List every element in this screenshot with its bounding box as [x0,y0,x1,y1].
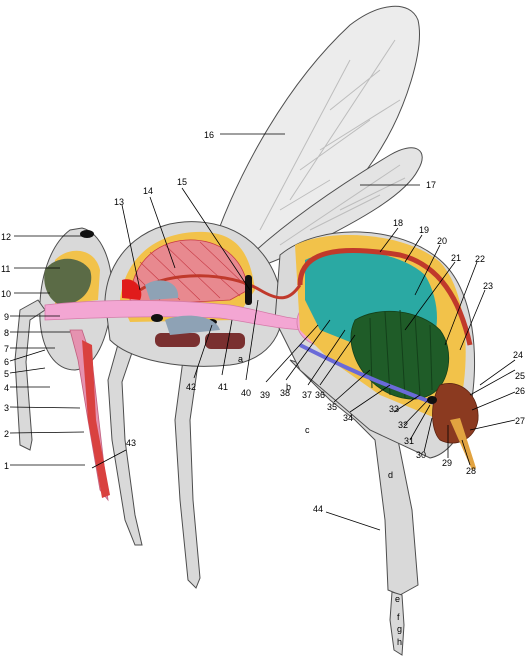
label-4: 4 [4,383,9,393]
label-12: 12 [1,232,11,242]
label-8: 8 [4,328,9,338]
label-27: 27 [515,416,525,426]
label-3: 3 [4,403,9,413]
label-15: 15 [177,177,187,187]
label-38: 38 [280,388,290,398]
label-6: 6 [4,357,9,367]
label-11: 11 [1,264,10,274]
label-22: 22 [475,254,485,264]
label-a: a [238,354,243,364]
label-29: 29 [442,458,452,468]
label-b: b [286,382,291,392]
thoracic-ganglion-1 [155,333,200,347]
callouts: 1 2 3 4 5 6 7 8 9 10 11 12 13 14 15 16 1… [1,130,525,647]
label-13: 13 [114,197,124,207]
foreleg [107,329,143,546]
label-c: c [305,425,310,435]
oesophagus-dot [151,314,163,322]
midleg [174,344,201,589]
forewing-veins [259,39,401,231]
wings [209,5,423,273]
head-red-gland [122,279,142,300]
label-33: 33 [389,404,399,414]
ocellus [80,230,94,238]
label-40: 40 [241,388,251,398]
label-18: 18 [393,218,403,228]
label-26: 26 [515,386,525,396]
label-9: 9 [4,312,9,322]
label-24: 24 [513,350,523,360]
label-2: 2 [4,429,9,439]
compound-eye-region [44,258,92,305]
label-31: 31 [404,436,414,446]
label-25: 25 [515,371,525,381]
label-43: 43 [126,438,136,448]
label-41: 41 [218,382,228,392]
salivary-sac [165,315,220,335]
hindwing-veins [279,164,406,246]
label-10: 10 [1,289,11,299]
label-21: 21 [451,253,461,263]
midgut-rings [369,309,433,399]
label-35: 35 [327,402,337,412]
label-28: 28 [466,466,476,476]
internal-organs [44,230,479,502]
label-20: 20 [437,236,447,246]
label-44: 44 [313,504,323,514]
label-16: 16 [204,130,214,140]
thoracic-ganglion-2 [205,333,245,349]
label-1: 1 [4,461,9,471]
label-14: 14 [143,186,153,196]
label-h: h [397,637,402,647]
label-5: 5 [4,369,9,379]
label-30: 30 [416,450,426,460]
antenna [14,299,46,451]
label-17: 17 [426,180,436,190]
label-32: 32 [398,420,408,430]
label-e: e [395,594,400,604]
label-42: 42 [186,382,196,392]
label-34: 34 [343,413,353,423]
mandible-muscle [82,340,110,498]
tracheal-sac [145,280,179,300]
label-d: d [388,470,393,480]
label-g: g [397,624,402,634]
label-7: 7 [4,344,9,354]
hindleg-tarsus [389,591,405,656]
label-f: f [397,612,400,622]
label-39: 39 [260,390,270,400]
label-19: 19 [419,225,429,235]
thorax-spiracle [245,275,252,305]
label-37: 37 [302,390,312,400]
label-23: 23 [483,281,493,291]
label-36: 36 [315,390,325,400]
dorsal-vessel [297,248,473,346]
